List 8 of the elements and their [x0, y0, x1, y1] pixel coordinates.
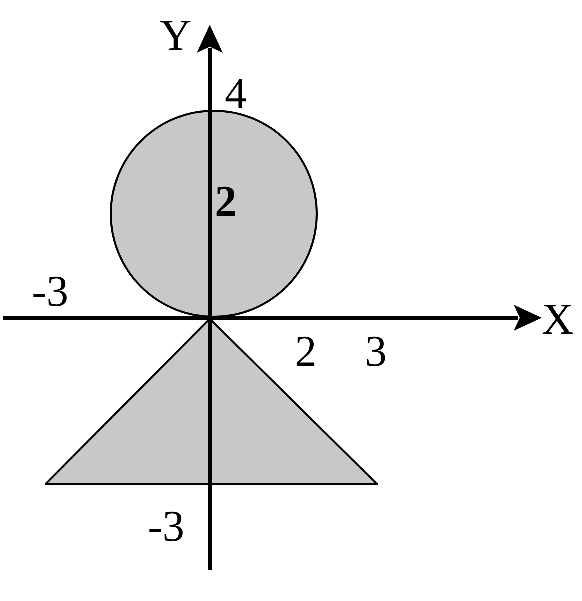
value-label: 2 — [215, 180, 237, 224]
tick-label: 4 — [225, 72, 247, 116]
axis-label: X — [542, 298, 574, 342]
tick-label: 2 — [295, 330, 317, 374]
tick-label: -3 — [32, 270, 69, 314]
tick-label: -3 — [148, 505, 185, 549]
tick-label: 3 — [365, 330, 387, 374]
axis-label: Y — [160, 14, 192, 58]
